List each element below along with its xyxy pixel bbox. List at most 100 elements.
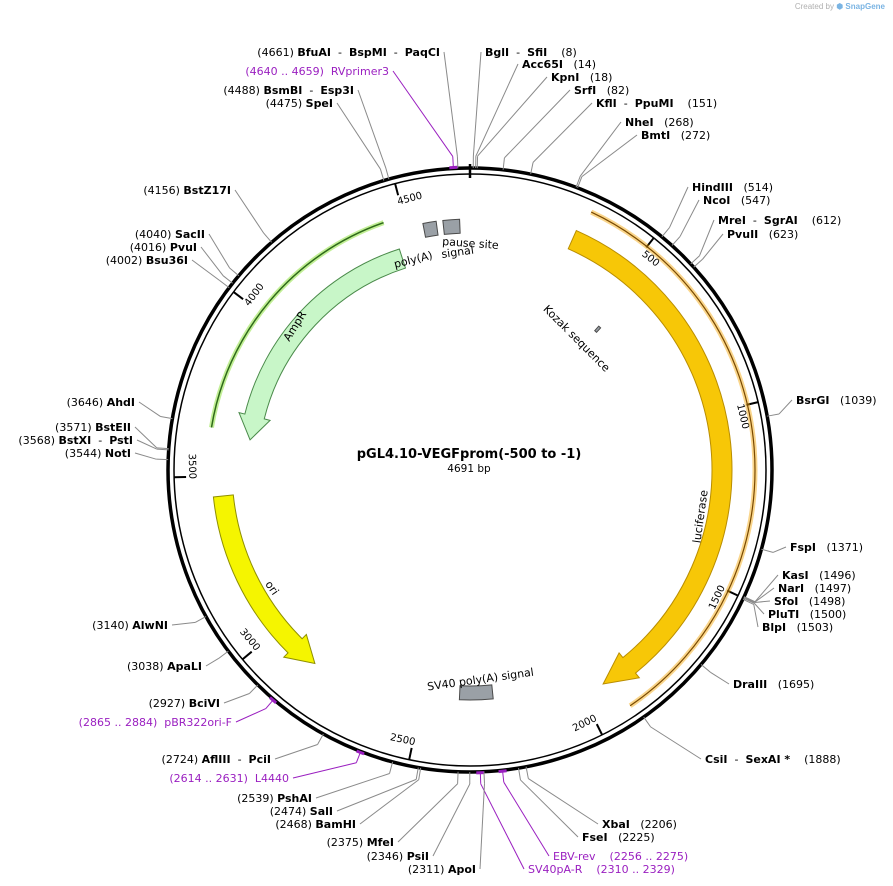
site-line	[160, 416, 173, 420]
tick-mark	[746, 401, 759, 406]
site-label-part: (1039)	[829, 394, 876, 407]
site-leader	[475, 63, 519, 157]
site-label: NcoI (547)	[703, 194, 770, 207]
plasmid-name: pGL4.10-VEGFprom(-500 to -1)	[357, 447, 582, 462]
feature-box-kozak-sequence	[593, 325, 602, 334]
site-label-part: (272)	[670, 129, 710, 142]
site-line	[761, 548, 774, 553]
site-labels: (4661) BfuAI - BspMI - PaqCI(4640 .. 465…	[18, 46, 876, 876]
site-label-part: BstEII	[95, 421, 131, 434]
site-label: BglI - SfiI (8)	[485, 46, 577, 59]
site-label: (3571) BstEII	[55, 421, 131, 434]
site-leader	[754, 587, 775, 603]
site-label-part: (2927)	[149, 697, 189, 710]
site-leader	[136, 439, 157, 450]
site-label: KflI - PpuMI (151)	[596, 97, 717, 110]
site-label: HindIII (514)	[692, 181, 773, 194]
site-line	[575, 175, 581, 188]
site-label-part: Esp3I	[320, 84, 354, 97]
site-label-part: AflIII	[202, 753, 231, 766]
site-leader	[205, 657, 220, 667]
feature-arrow-ampr	[238, 248, 407, 441]
site-label-part: XbaI	[602, 818, 630, 831]
site-label-part: (4488)	[223, 84, 263, 97]
site-label-part: -	[387, 46, 405, 59]
tick-label: 3500	[186, 454, 198, 480]
site-line	[263, 232, 273, 243]
snapgene-credit: Created by ⬢ SnapGene	[795, 2, 885, 11]
site-label-part: BciVI	[189, 697, 220, 710]
tick-label: 2000	[571, 713, 599, 734]
tick-mark	[595, 723, 604, 736]
site-line	[742, 598, 754, 605]
site-label-part: BsmBI	[263, 84, 302, 97]
site-leader	[134, 426, 158, 449]
site-label-part: BstZ17I	[183, 184, 231, 197]
site-label-part: (2865 .. 2884) pBR322ori-F	[79, 716, 232, 729]
site-label-part: PvuII	[727, 228, 758, 241]
site-label: (4156) BstZ17I	[143, 184, 231, 197]
site-label-part: PstI	[109, 434, 133, 447]
tick-mark	[394, 183, 400, 196]
site-line	[693, 258, 703, 268]
site-leader	[138, 401, 161, 417]
site-leader	[532, 102, 593, 163]
site-label: XbaI (2206)	[602, 818, 677, 831]
site-line	[385, 167, 390, 180]
site-label-part: (4016)	[130, 241, 170, 254]
site-label: SrfI (82)	[574, 84, 629, 97]
site-label-part: AhdI	[107, 396, 135, 409]
site-label-part: SfoI	[774, 595, 798, 608]
site-line	[743, 596, 755, 603]
site-label: (3646) AhdI	[67, 396, 135, 409]
site-leader	[754, 600, 771, 604]
site-leader	[191, 259, 220, 281]
site-leader	[336, 778, 417, 812]
site-label-part: HindIII	[692, 181, 733, 194]
site-line	[415, 767, 419, 780]
site-leader	[579, 121, 622, 177]
site-leader	[702, 233, 724, 260]
site-label-part: FseI	[582, 831, 608, 844]
site-line	[156, 447, 169, 450]
site-leader	[669, 186, 689, 228]
site-label-part: (2539)	[237, 792, 277, 805]
site-leader	[772, 546, 787, 553]
site-label-part: (1695)	[767, 678, 814, 691]
site-label-part: (1498)	[798, 595, 845, 608]
primer-label: (2865 .. 2884) pBR322ori-F	[79, 716, 232, 729]
features	[209, 209, 758, 708]
site-label: KasI (1496)	[782, 569, 856, 582]
site-label-part: (514)	[733, 181, 773, 194]
site-leader	[754, 574, 779, 603]
site-label-part: (3571)	[55, 421, 95, 434]
site-label: Acc65I (14)	[522, 58, 596, 71]
site-label-part: -	[91, 434, 109, 447]
site-label-part: (4002)	[106, 254, 146, 267]
tick-mark	[726, 589, 739, 597]
site-label: PvuII (623)	[727, 228, 798, 241]
site-line	[156, 448, 169, 451]
site-leader	[472, 51, 482, 157]
site-label-part: NcoI	[703, 194, 730, 207]
primer-label: (4640 .. 4659) RVprimer3	[245, 65, 389, 78]
site-label: (2927) BciVI	[149, 697, 220, 710]
site-label: PluTI (1500)	[768, 608, 846, 621]
site-label: (2375) MfeI	[327, 836, 394, 849]
site-label-part: KpnI	[551, 71, 579, 84]
site-leader	[171, 621, 196, 626]
site-label-part: (82)	[596, 84, 629, 97]
site-label: (4488) BsmBI - Esp3I	[223, 84, 354, 97]
site-label-part: DraIII	[733, 678, 767, 691]
site-leader	[234, 189, 265, 234]
site-label-part: SalI	[310, 805, 333, 818]
site-label: NarI (1497)	[778, 582, 851, 595]
site-label-part: -	[727, 753, 745, 766]
primer-label: EBV-rev (2256 .. 2275)	[553, 850, 688, 863]
site-label-part: (1500)	[799, 608, 846, 621]
site-leader	[336, 102, 381, 170]
credit-brand: SnapGene	[845, 2, 885, 11]
site-leader	[480, 783, 525, 870]
site-label-part: (547)	[730, 194, 770, 207]
